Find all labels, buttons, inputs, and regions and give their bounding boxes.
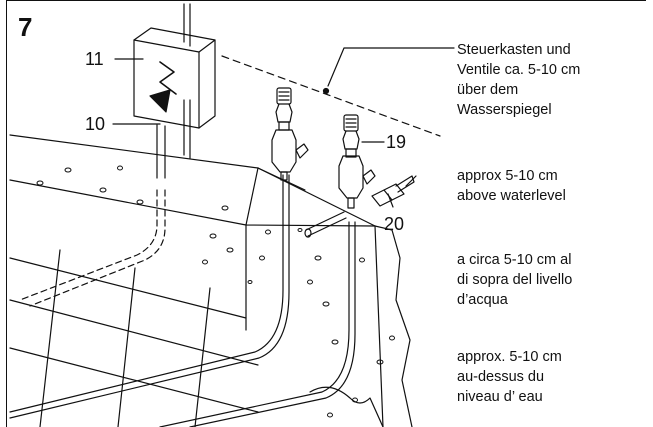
valve-right	[338, 114, 376, 209]
note-italian-line: d’acqua	[457, 292, 508, 308]
figure-number: 7	[18, 12, 33, 42]
suction-pipes	[9, 174, 356, 427]
note-german-line: Wasserspiegel	[457, 102, 552, 118]
note-leader	[322, 47, 455, 95]
callout-leaders	[112, 58, 394, 208]
note-english-line: above waterlevel	[457, 188, 566, 204]
pool-floor-tiles	[9, 249, 259, 427]
note-italian: a circa 5-10 cm al di sopra del livello …	[457, 250, 572, 310]
water-level-line	[221, 55, 441, 137]
note-french-line: niveau d’ eau	[457, 389, 543, 405]
note-french: approx. 5-10 cm au-dessus du niveau d’ e…	[457, 347, 562, 407]
control-box	[133, 27, 216, 129]
note-italian-line: di sopra del livello	[457, 272, 573, 288]
note-italian-line: a circa 5-10 cm al	[457, 252, 572, 268]
note-german-line: Ventile ca. 5-10 cm	[457, 62, 581, 78]
callout-valve: 19	[386, 132, 407, 152]
clamp-and-bolt	[304, 175, 417, 238]
note-german-line: Steuerkasten und	[457, 42, 571, 58]
cable-pipe	[19, 124, 166, 307]
callout-clamp: 20	[384, 214, 405, 234]
note-german: Steuerkasten und Ventile ca. 5-10 cm übe…	[457, 40, 580, 120]
pool-wall	[9, 134, 413, 427]
note-german-line: über dem	[457, 82, 519, 98]
note-english: approx 5-10 cm above waterlevel	[457, 166, 566, 206]
concrete-speckle	[36, 165, 395, 418]
note-french-line: approx. 5-10 cm	[457, 349, 562, 365]
callout-control-box: 11	[85, 49, 104, 69]
note-french-line: au-dessus du	[457, 369, 545, 385]
vertical-conduit	[183, 3, 191, 159]
callout-cable-entry: 10	[85, 114, 106, 134]
figure-frame	[6, 0, 646, 427]
note-english-line: approx 5-10 cm	[457, 168, 558, 184]
valve-left	[271, 87, 309, 181]
